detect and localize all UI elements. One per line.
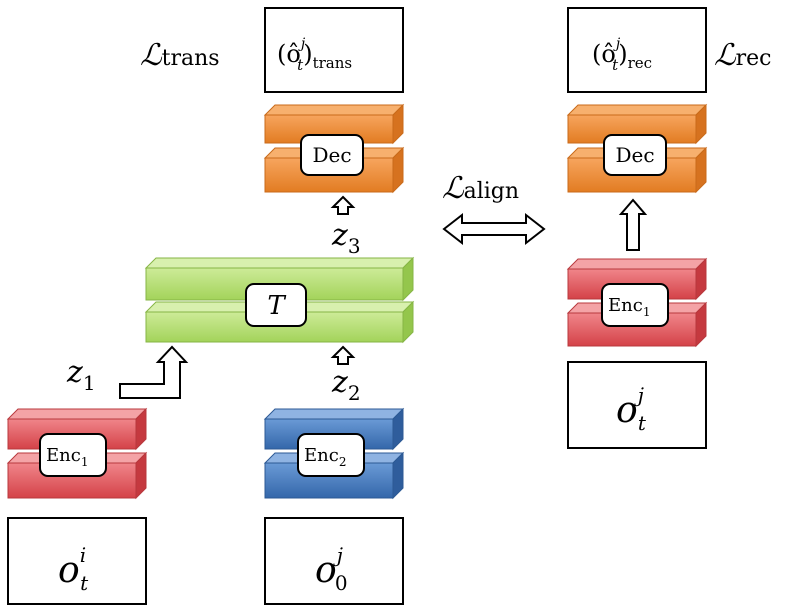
align-loss-label: ℒalign [442,171,519,206]
up-arrow-icon-z2 [330,345,356,365]
bent-arrow-icon-z1 [119,345,189,399]
up-arrow-icon-z3 [330,195,356,215]
rec-loss-label: ℒrec [714,38,771,73]
align-double-arrow-icon [442,212,546,246]
decoder-right-label: Dec [615,143,654,167]
decoder-left-block: Dec [263,103,405,194]
encoder-middle-label: Enc2 [304,445,346,469]
encoder-middle-block: Enc2 [263,407,405,500]
up-arrow-icon-rec [618,198,648,251]
encoder-left-block: Enc1 [6,407,148,500]
z1-label: z1 [66,355,96,395]
decoder-right-block: Dec [566,103,708,194]
trans-loss-label: ℒtrans [140,38,220,73]
z2-label: z2 [331,365,361,405]
transformer-label: T [267,291,286,321]
encoder-left-label: Enc1 [46,445,88,469]
decoder-left-label: Dec [312,143,351,167]
z3-label: z3 [331,218,361,258]
encoder-right-block: Enc1 [566,257,708,348]
transformer-block: T [144,256,415,344]
encoder-right-label: Enc1 [608,295,650,319]
